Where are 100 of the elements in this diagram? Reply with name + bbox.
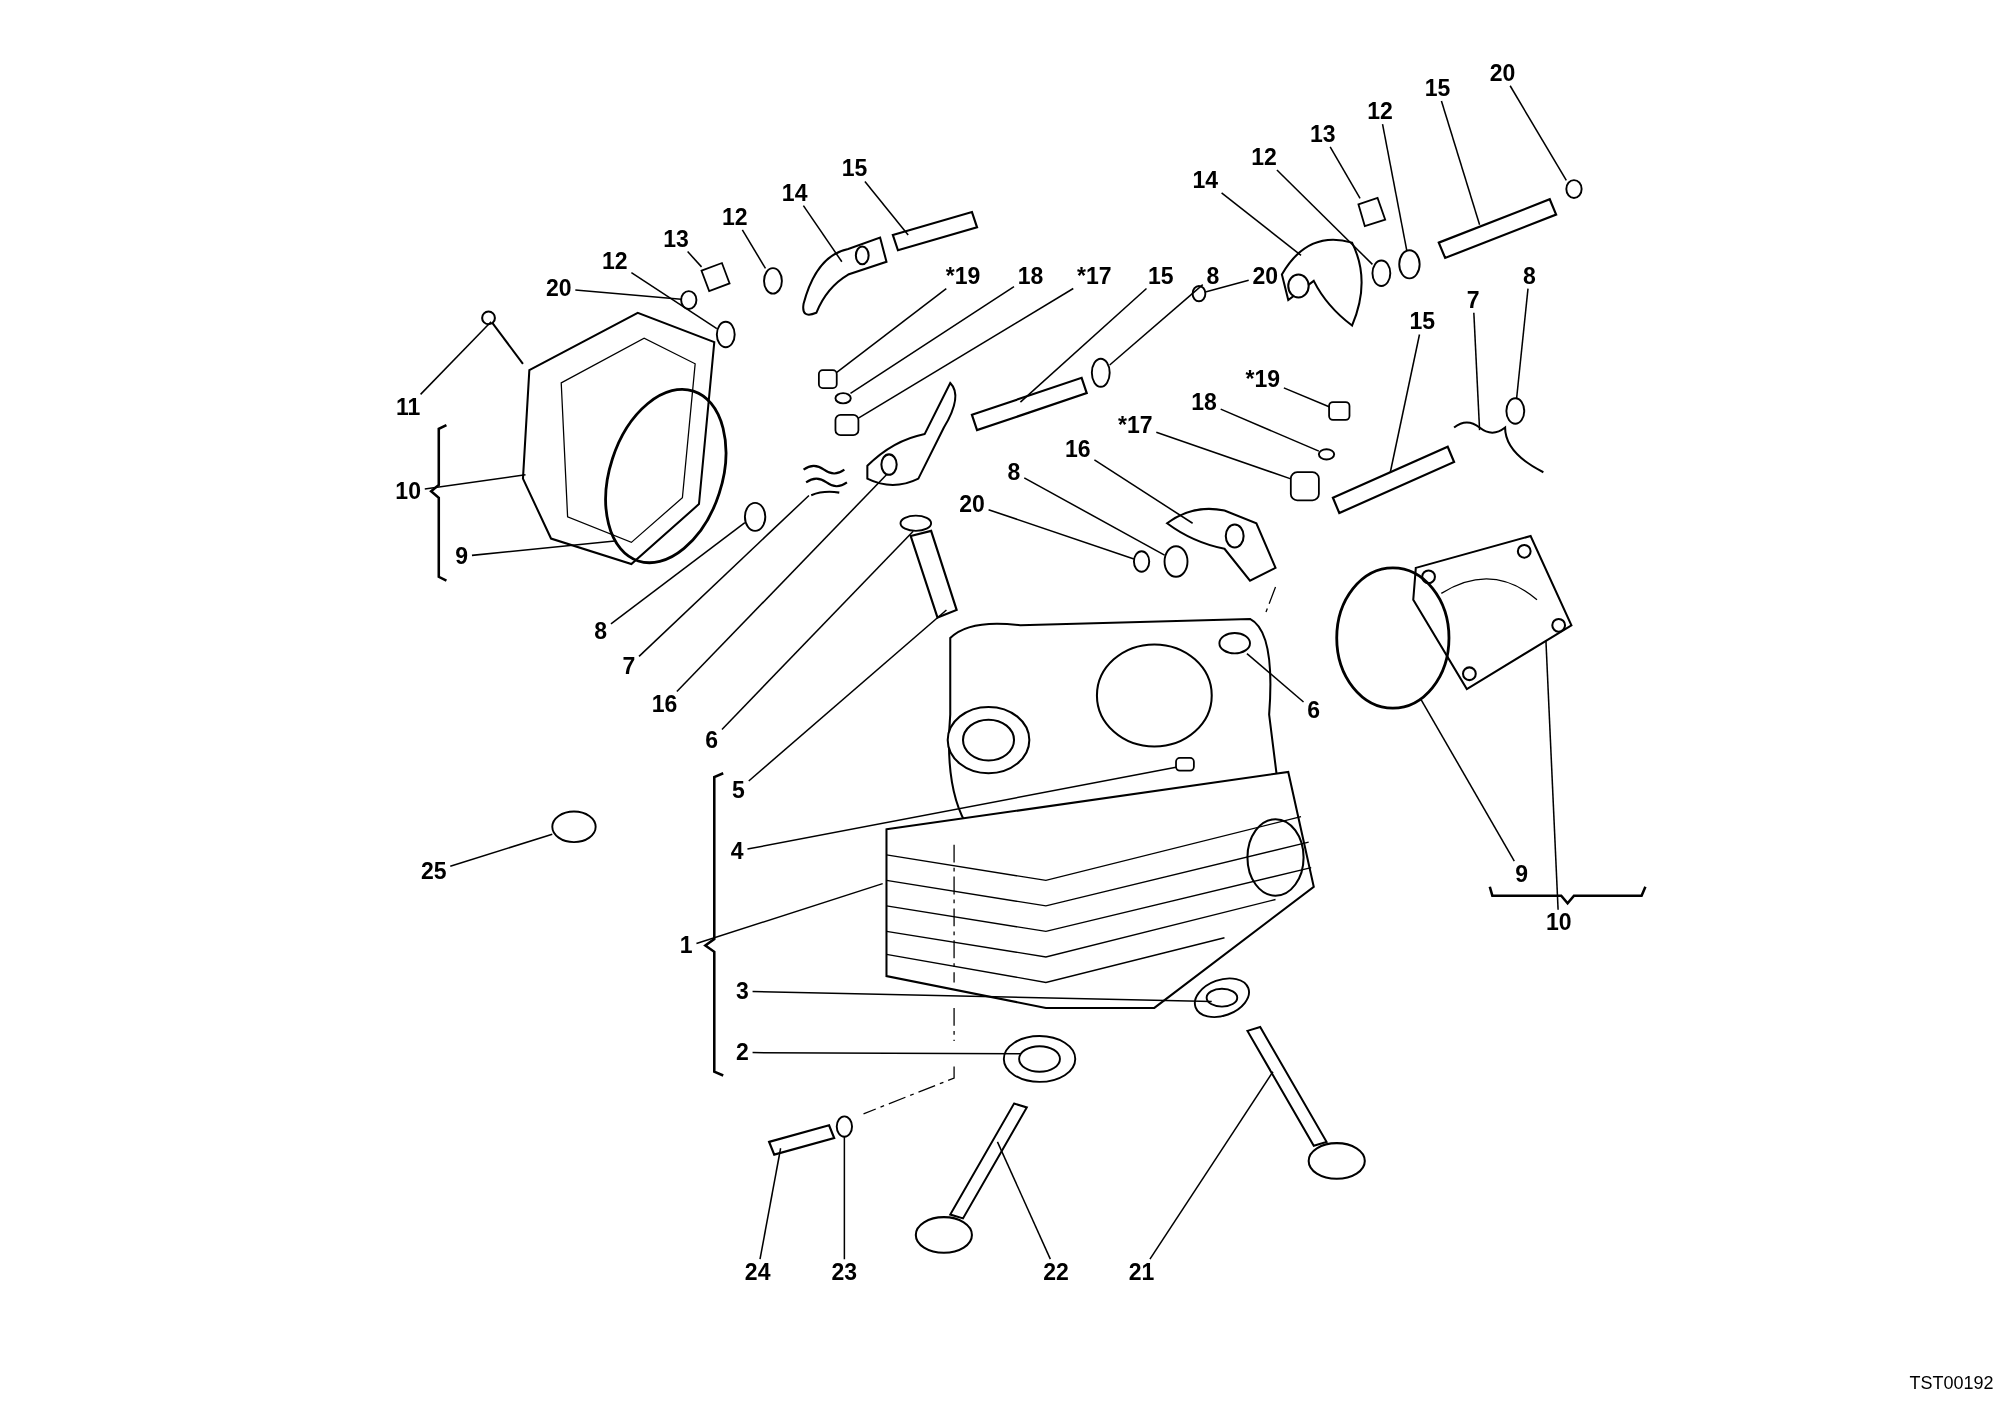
washer-drawing [1505,397,1526,425]
callout-number: 16 [651,692,678,716]
leader-line [849,285,1015,395]
leader-line [1219,408,1320,452]
leader-line [1389,333,1421,473]
o-ring-drawing [834,392,852,405]
valve-seat-drawing [1193,977,1250,1018]
washer-drawing [1090,357,1111,388]
callout-number: 6 [1307,698,1321,722]
nut-drawing [700,261,731,293]
leader-line [638,494,810,658]
leader-line [1019,287,1148,403]
callout-number: 9 [455,544,469,568]
callout-number: 3 [735,979,749,1003]
screw-drawing [481,310,524,365]
washer-drawing [1163,545,1189,578]
callout-number: 7 [1466,288,1480,312]
shaft-drawing [1437,197,1558,260]
leader-line [864,180,909,236]
callout-number: 13 [663,227,689,250]
leader-line [747,609,948,782]
rocker-arm-drawing [1166,507,1277,582]
leader-line [574,289,682,301]
leader-line [751,1051,1022,1055]
callout-number: 14 [781,181,808,205]
leader-line [987,508,1135,560]
callout-number: 8 [594,619,608,643]
callout-number: 8 [1206,264,1220,287]
leader-line [1545,639,1559,911]
callout-number: *19 [945,264,981,287]
callout-number: 21 [1128,1260,1155,1284]
callout-number: *19 [1245,367,1280,391]
bushing-drawing [834,413,860,437]
callout-number: 20 [959,492,985,516]
leader-line [1473,312,1481,431]
leader-line [449,833,554,867]
leader-line [610,521,746,625]
leader-line [1381,123,1408,252]
washer-drawing [763,267,783,295]
leader-line [1023,477,1166,556]
callout-number: 10 [395,479,421,503]
rocker-arm-drawing [866,381,957,486]
callout-number: *17 [1117,413,1153,437]
callout-number: 15 [841,156,868,180]
leader-line [1220,192,1302,257]
o-ring-drawing [1317,448,1336,461]
leader-line [686,250,703,268]
washer-drawing [1398,249,1421,280]
callout-number: 18 [1017,264,1044,287]
valve-drawing [914,1102,1029,1254]
leader-line [1515,287,1529,400]
leader-line [1204,279,1250,293]
valve-seat-drawing [1002,1035,1077,1083]
washer-drawing [715,320,736,349]
rocker-arm-drawing [1280,238,1363,327]
bolt-drawing [767,1123,836,1156]
leader-line [721,530,914,731]
valve-drawing [1245,1025,1366,1180]
washer-drawing [1371,259,1392,287]
leader-line [1420,698,1516,862]
washer-drawing [835,1115,853,1138]
callout-number: 6 [705,728,719,752]
rocker-arm-drawing [802,236,888,316]
callout-number: 5 [732,778,745,802]
shaft-drawing [891,210,979,252]
nut-drawing [1357,196,1387,228]
callout-number: 12 [721,205,748,229]
pin-drawing [1328,401,1351,421]
leader-line [741,229,767,270]
leader-line [1276,169,1374,266]
circlip-drawing [1132,550,1151,573]
o-ring-drawing [1335,566,1451,710]
plug-drawing [551,810,597,844]
spring-drawing [1453,421,1544,474]
callout-number: 12 [1251,145,1277,169]
valve-seal-drawing [1218,631,1251,655]
callout-number: 4 [730,839,744,863]
shaft-drawing [970,376,1089,432]
leader-line [996,1141,1052,1260]
callout-number: 14 [1192,168,1219,192]
circlip-drawing [1191,285,1207,303]
leader-line [1155,431,1292,480]
leader-line [857,287,1075,419]
callout-number: 12 [602,249,628,273]
circlip-drawing [680,290,698,310]
callout-number: 7 [622,654,636,678]
callout-number: *17 [1077,264,1112,287]
leader-line [746,766,1177,850]
shaft-drawing [1331,445,1456,515]
callout-number: 10 [1545,910,1572,934]
leader-line [835,287,948,374]
leader-line [1093,459,1194,524]
circlip-drawing [1565,179,1583,199]
callout-number: 12 [1367,99,1393,123]
leader-line [676,474,888,693]
leader-line [630,271,718,330]
callout-number: 15 [1424,76,1451,100]
leader-line [471,540,616,557]
leader-line [419,320,492,396]
callout-number: 8 [1522,264,1536,287]
